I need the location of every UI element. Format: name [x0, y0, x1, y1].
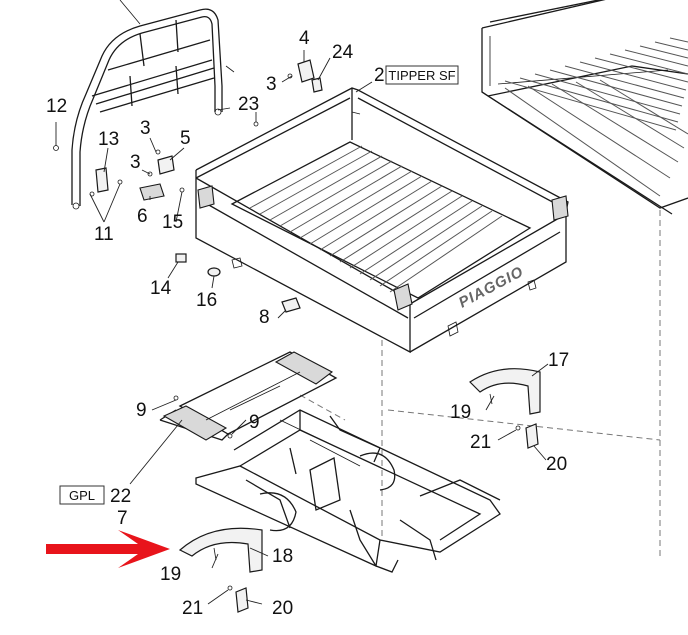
callout-numbers: 2 3 3 3 4 5 6 7 8 9 9 11 12 13 14 15 16 … [46, 28, 569, 619]
assembly-guide-lines [299, 210, 661, 560]
callout-8: 8 [259, 307, 270, 328]
callout-7: 7 [117, 508, 128, 529]
screw-11a [117, 179, 123, 185]
mudguard-rear-right [469, 368, 541, 449]
callout-17: 17 [548, 350, 569, 371]
bolt-9b [227, 433, 233, 439]
tipper-body [175, 87, 569, 354]
pin-23 [253, 121, 259, 127]
callout-9a: 9 [136, 400, 147, 421]
screw-21a [515, 425, 521, 431]
mudflap-20b [235, 587, 249, 613]
gpl-variant-label: GPL [69, 488, 95, 503]
callout-19b: 19 [160, 564, 181, 585]
screw-12 [53, 145, 59, 151]
mudflap-20a [525, 423, 539, 449]
callout-23: 23 [238, 94, 259, 115]
indicator-arrow [46, 530, 170, 568]
callout-13: 13 [98, 129, 119, 150]
callout-9b: 9 [249, 412, 260, 433]
leader-lines [55, 50, 549, 605]
plate-8 [281, 297, 301, 313]
pad-6 [139, 183, 165, 201]
callout-3b: 3 [140, 118, 151, 139]
callout-15: 15 [162, 212, 183, 233]
pin-15 [179, 187, 185, 193]
tipper-variant-label: TIPPER SF [388, 68, 455, 83]
corner-latch [551, 195, 569, 221]
callout-16: 16 [196, 290, 217, 311]
callout-14: 14 [150, 278, 172, 299]
callout-11: 11 [94, 224, 114, 245]
callout-20a: 20 [546, 454, 567, 475]
callout-3c: 3 [130, 152, 141, 173]
screw-3c [147, 171, 153, 177]
cab-frame [71, 0, 235, 210]
callout-3a: 3 [266, 74, 277, 95]
washer-16 [207, 267, 221, 277]
tailgate-latch [393, 283, 413, 311]
clip-5 [157, 155, 175, 175]
tipper-label-box: TIPPER SF [385, 65, 459, 85]
flatbed-body-background [481, 0, 688, 215]
bolt-9a [173, 395, 179, 401]
callout-4: 4 [299, 28, 310, 49]
screw-21b [227, 585, 233, 591]
screw-3b [155, 149, 161, 155]
callout-22: 22 [110, 486, 131, 507]
chassis-frame [159, 351, 501, 573]
callout-5: 5 [180, 128, 191, 149]
bracket-4 [297, 59, 315, 83]
callout-21a: 21 [470, 432, 491, 453]
callout-6: 6 [137, 206, 148, 227]
bracket-24 [311, 77, 323, 93]
bracket-13 [95, 167, 109, 193]
callout-12: 12 [46, 96, 67, 117]
callout-18: 18 [272, 546, 293, 567]
callout-20b: 20 [272, 598, 293, 619]
small-brackets-group [53, 59, 323, 201]
mudguard-front-left [178, 527, 263, 613]
gpl-label-box: GPL [59, 485, 105, 505]
callout-24: 24 [332, 42, 354, 63]
callout-19a: 19 [450, 402, 471, 423]
callout-2: 2 [374, 65, 385, 86]
front-latch [197, 185, 215, 209]
spacer-14 [175, 253, 187, 263]
callout-21b: 21 [182, 598, 203, 619]
